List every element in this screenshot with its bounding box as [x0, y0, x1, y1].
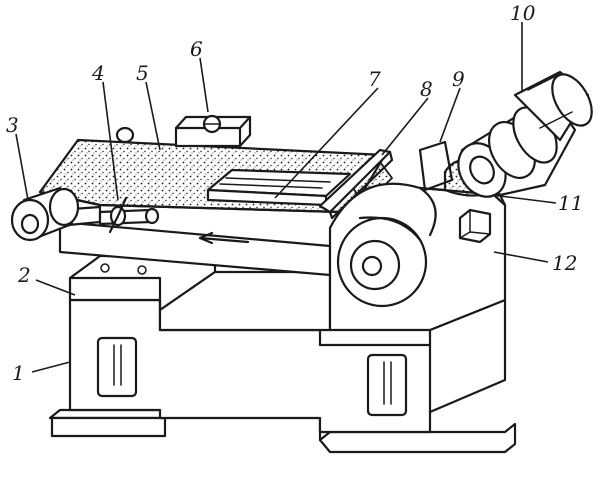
motor	[457, 70, 593, 198]
callout-2: 2	[17, 263, 31, 287]
tension-bracket	[174, 114, 252, 148]
callout-8: 8	[420, 77, 433, 101]
callout-9: 9	[452, 67, 465, 91]
adjusting-screw	[98, 126, 160, 234]
callout-3: 3	[6, 113, 19, 137]
leader-lines	[15, 22, 557, 373]
callout-1: 1	[12, 361, 25, 385]
callout-11: 11	[558, 191, 583, 215]
pedestal	[68, 298, 507, 434]
callout-12: 12	[552, 251, 577, 275]
bed-block	[68, 254, 332, 332]
belt-roller	[10, 186, 80, 242]
base-plinth	[48, 403, 517, 454]
callout-10: 10	[510, 1, 536, 25]
callout-labels: 1 2 3 4 5 6 7 8 9 10 11 12	[6, 1, 583, 385]
drive-pulley	[336, 216, 428, 308]
guide-fence	[318, 148, 394, 220]
callout-5: 5	[136, 61, 149, 85]
callout-6: 6	[190, 37, 203, 61]
callout-4: 4	[91, 61, 105, 85]
callout-7: 7	[368, 67, 381, 91]
